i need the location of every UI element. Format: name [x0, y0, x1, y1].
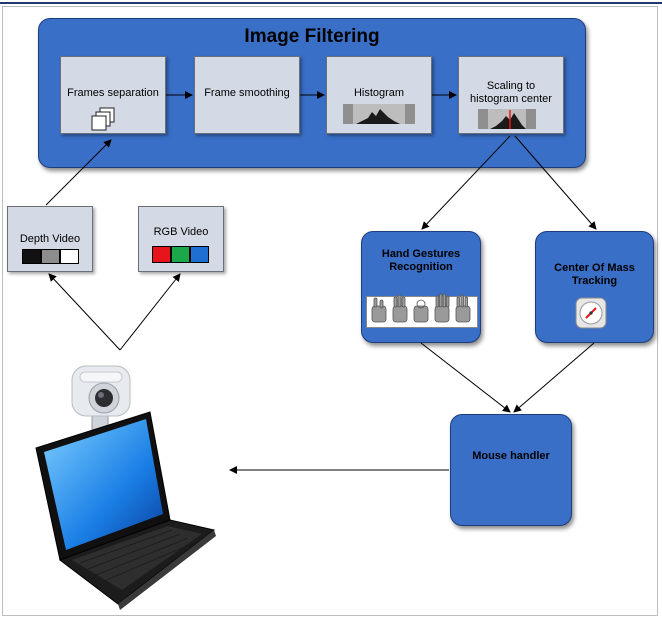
arrow-scaling-to-gestures [421, 135, 511, 230]
page-frame [2, 6, 658, 616]
laptop-icon [35, 411, 216, 610]
hand-gestures-label-line2: Recognition [389, 261, 453, 273]
histogram-thumbnail [343, 104, 415, 124]
mouse-handler-box [450, 414, 572, 526]
scaled-histogram-thumbnail [478, 109, 536, 129]
depth-swatch-black [22, 249, 41, 264]
scaling-label-line2: histogram center [470, 93, 552, 105]
depth-swatch-white [60, 249, 79, 264]
center-of-mass-label-line2: Tracking [571, 275, 618, 287]
arrow-gestures-to-mouse [420, 342, 511, 413]
frame-smoothing-label: Frame smoothing [204, 87, 290, 99]
arrow-camera-to-rgb [119, 273, 181, 351]
arrow-camera-to-depth [48, 273, 121, 351]
image-filtering-title: Image Filtering [244, 26, 380, 47]
arrow-depth-to-frames [45, 139, 112, 206]
hand-gestures-label-line1: Hand Gestures [381, 248, 461, 260]
webcam-icon [71, 365, 131, 433]
depth-video-label: Depth Video [19, 233, 81, 245]
rgb-swatch-green [171, 246, 190, 263]
mouse-handler-label: Mouse handler [472, 450, 550, 462]
rgb-swatch-red [152, 246, 171, 263]
frame-smoothing-box [194, 56, 300, 134]
top-rule [0, 2, 662, 4]
scaling-label-line1: Scaling to [486, 80, 536, 92]
rgb-swatch-blue [190, 246, 209, 263]
arrow-com-to-mouse [513, 342, 595, 413]
depth-swatch-grey [41, 249, 60, 264]
rgb-video-label: RGB Video [153, 226, 209, 238]
histogram-label: Histogram [353, 87, 405, 99]
arrow-scaling-to-com [514, 135, 597, 230]
center-of-mass-label-line1: Center Of Mass [554, 262, 635, 274]
frames-separation-label: Frames separation [67, 87, 159, 99]
